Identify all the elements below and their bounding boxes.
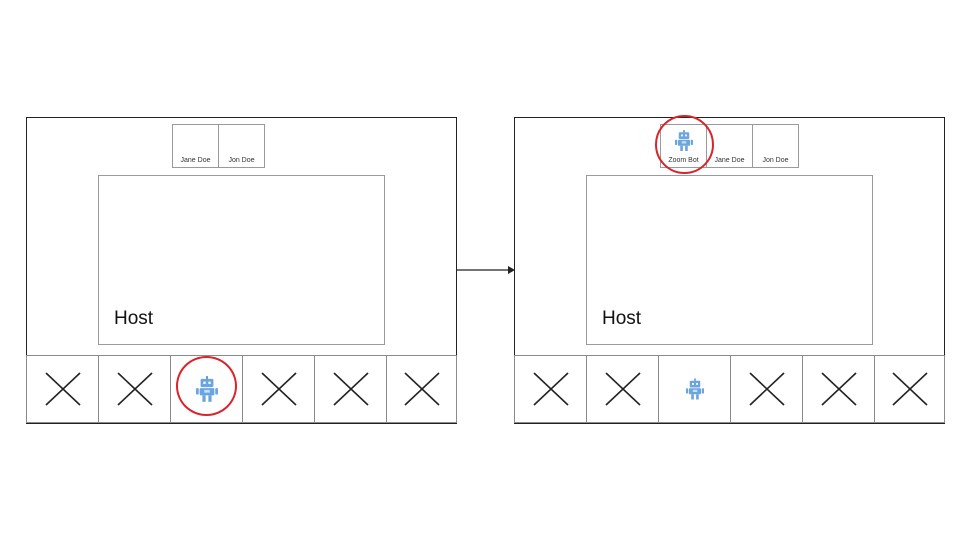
close-icon — [605, 372, 641, 406]
participant-thumbnail-jon[interactable]: Jon Doe — [752, 124, 799, 168]
participant-thumbnail-jane[interactable]: Jane Doe — [172, 124, 219, 168]
toolbar-button[interactable] — [26, 355, 99, 423]
main-video-stage: Host — [586, 175, 873, 345]
toolbar-button[interactable] — [802, 355, 875, 423]
toolbar-button[interactable] — [242, 355, 315, 423]
toolbar-button[interactable] — [514, 355, 587, 423]
highlight-circle — [176, 356, 237, 416]
participant-name: Jon Doe — [762, 157, 789, 164]
toolbar — [26, 355, 457, 424]
toolbar-button[interactable] — [730, 355, 803, 423]
close-icon — [404, 372, 440, 406]
close-icon — [821, 372, 857, 406]
close-icon — [117, 372, 153, 406]
participant-thumbnail-jon[interactable]: Jon Doe — [218, 124, 265, 168]
transition-arrow — [456, 266, 515, 274]
close-icon — [333, 372, 369, 406]
main-video-stage: Host — [98, 175, 385, 345]
close-icon — [533, 372, 569, 406]
close-icon — [749, 372, 785, 406]
close-icon — [261, 372, 297, 406]
stage-label: Host — [114, 308, 154, 329]
robot-button[interactable] — [658, 355, 731, 423]
participant-name: Jane Doe — [180, 157, 211, 164]
close-icon — [892, 372, 928, 406]
toolbar-button[interactable] — [98, 355, 171, 423]
toolbar-button[interactable] — [586, 355, 659, 423]
stage-label: Host — [602, 308, 642, 329]
toolbar — [514, 355, 945, 424]
participant-name: Jon Doe — [228, 157, 255, 164]
toolbar-button[interactable] — [314, 355, 387, 423]
highlight-circle — [655, 115, 714, 174]
toolbar-button[interactable] — [874, 355, 945, 423]
robot-icon — [686, 378, 704, 400]
participant-name: Jane Doe — [714, 157, 745, 164]
toolbar-button[interactable] — [386, 355, 457, 423]
close-icon — [45, 372, 81, 406]
